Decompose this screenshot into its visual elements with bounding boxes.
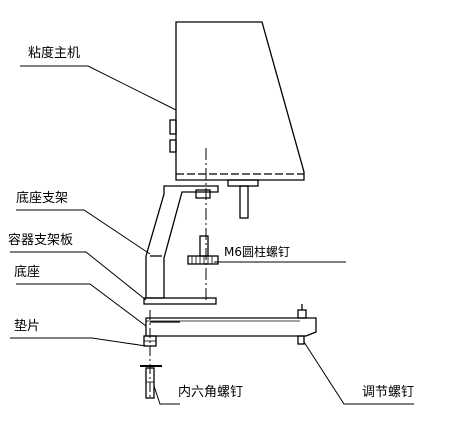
label-base-bracket: 底座支架: [16, 191, 69, 206]
hex-screw-shape: [140, 365, 162, 399]
adjusting-screw-shape: [297, 304, 307, 345]
label-adjusting-screw: 调节螺钉: [362, 385, 415, 400]
shim-shape: [143, 335, 157, 347]
label-main-unit: 粘度主机: [28, 46, 81, 61]
main-unit-body: [169, 21, 305, 181]
container-plate-shape: [143, 297, 217, 305]
leader-lines: [10, 65, 414, 405]
label-base: 底座: [14, 265, 41, 280]
label-m6-cylinder-screw: M6圆柱螺钉: [224, 245, 290, 259]
base-bracket-shape: [145, 185, 219, 299]
label-container-bracket-plate: 容器支架板: [8, 233, 74, 248]
center-axis-line: [149, 148, 207, 400]
label-shim: 垫片: [14, 319, 41, 334]
label-hex-socket-screw: 内六角螺钉: [178, 385, 244, 400]
m6-screw-shape: [187, 235, 219, 265]
main-unit-mount: [227, 179, 259, 219]
base-beam-shape: [145, 317, 317, 337]
